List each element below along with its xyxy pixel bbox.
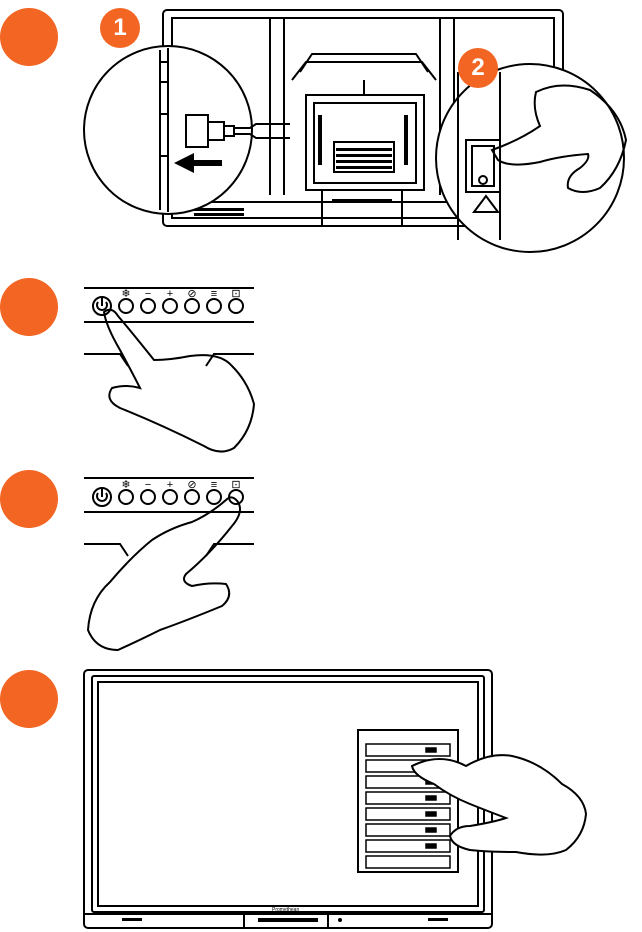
input-port-icon bbox=[426, 796, 436, 800]
input-port-icon bbox=[426, 844, 436, 848]
input-port-icon bbox=[426, 812, 436, 816]
display-brand-label: Promethean bbox=[272, 907, 299, 913]
input-port-icon bbox=[426, 828, 436, 832]
input-port-icon bbox=[426, 748, 436, 752]
